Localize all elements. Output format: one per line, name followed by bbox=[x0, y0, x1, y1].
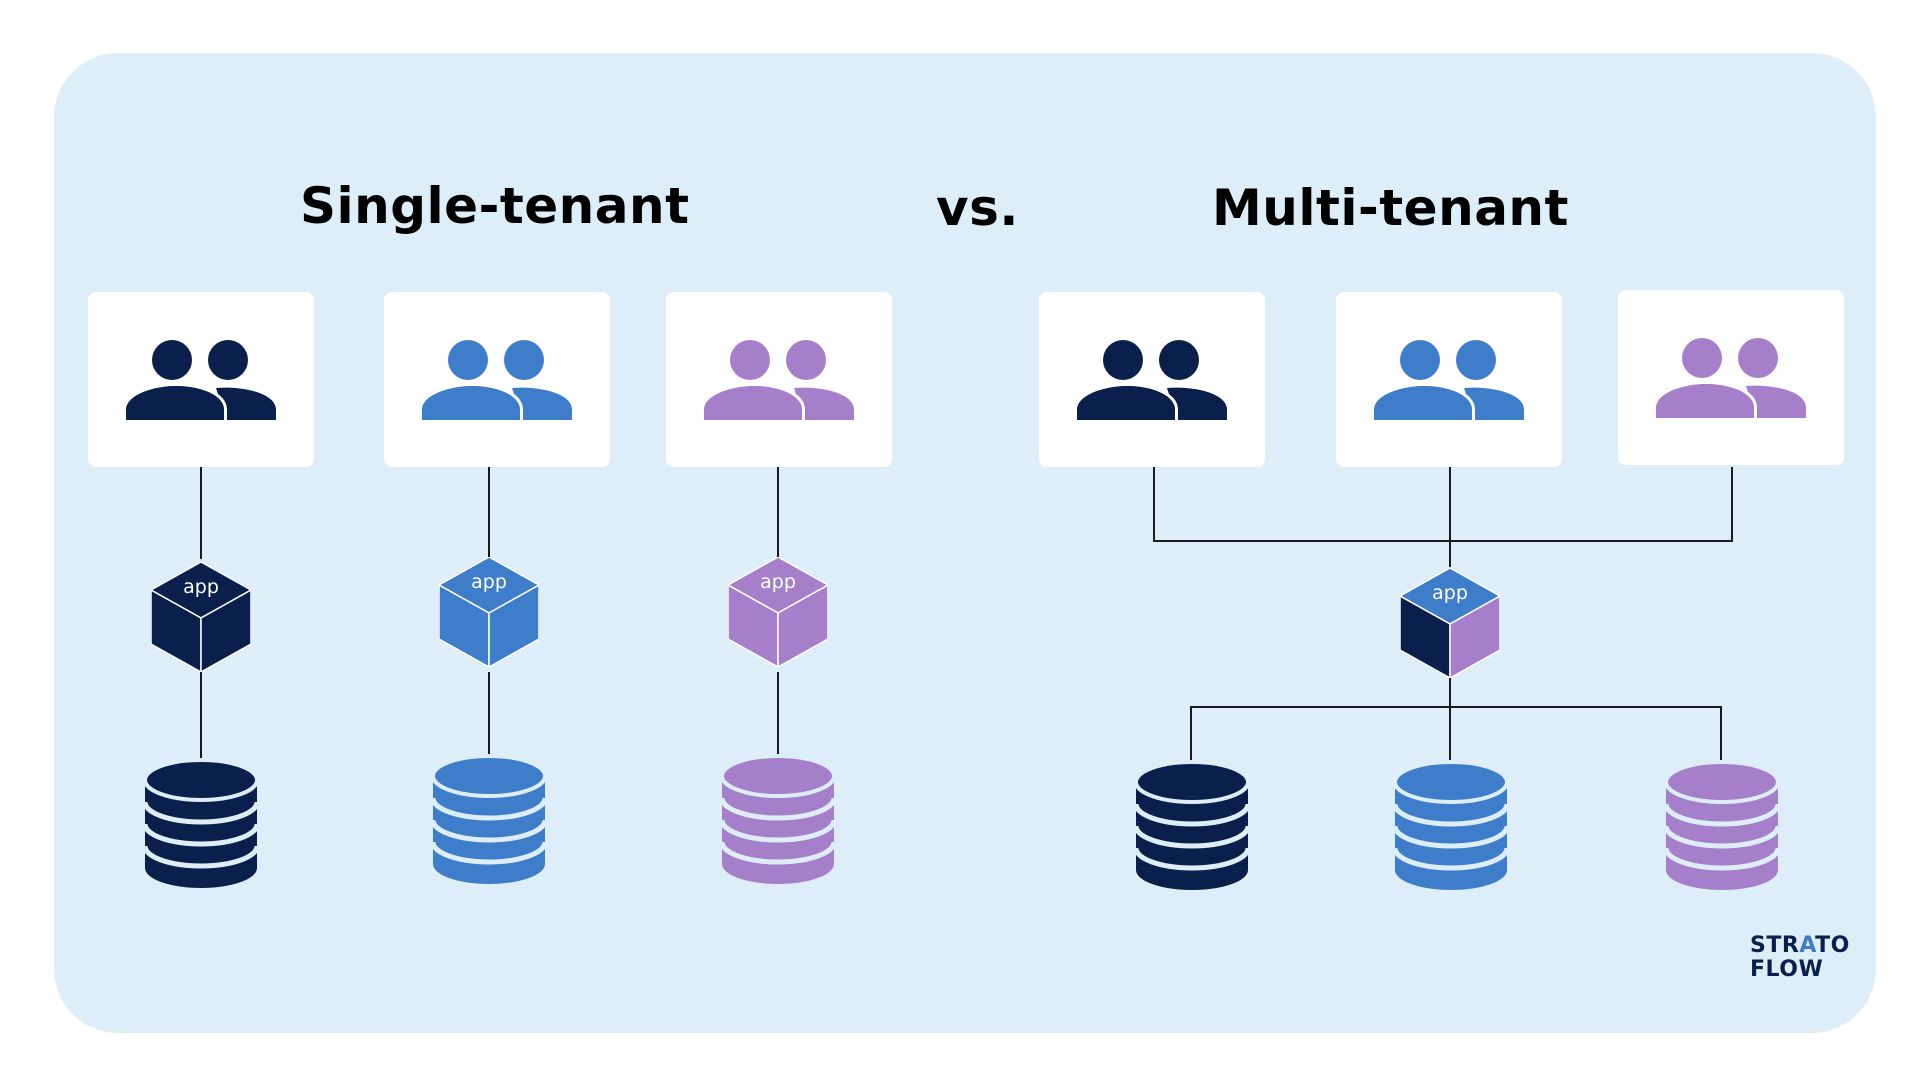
connector-line bbox=[1731, 467, 1733, 542]
brand-logo: STRATO FLOW bbox=[1750, 934, 1850, 984]
users-icon bbox=[1656, 338, 1806, 418]
database-icon bbox=[1663, 760, 1781, 892]
connector-line bbox=[1720, 706, 1722, 762]
tenant-users-card bbox=[384, 292, 610, 467]
connector-line bbox=[1190, 706, 1192, 762]
database-stack bbox=[1392, 760, 1510, 890]
connector-line bbox=[777, 672, 779, 758]
vs-label: vs. bbox=[936, 179, 1019, 237]
connector-line bbox=[200, 672, 202, 762]
tenant-users-card bbox=[1336, 292, 1562, 467]
connector-line bbox=[488, 467, 490, 559]
logo-line-2: FLOW bbox=[1750, 957, 1824, 982]
single-tenant-title: Single-tenant bbox=[300, 177, 690, 235]
app-cube-icon: app bbox=[437, 556, 541, 669]
connector-line bbox=[1153, 467, 1155, 542]
connector-line bbox=[1190, 706, 1722, 708]
tenant-users-card bbox=[666, 292, 892, 467]
tenant-users-card bbox=[88, 292, 314, 467]
database-stack bbox=[430, 754, 548, 884]
database-stack bbox=[719, 754, 837, 884]
database-stack bbox=[1663, 760, 1781, 890]
app-label: app bbox=[183, 576, 219, 598]
connector-line bbox=[488, 672, 490, 758]
app-label: app bbox=[1432, 582, 1468, 604]
users-icon bbox=[1374, 340, 1524, 420]
app-label: app bbox=[760, 571, 796, 593]
connector-line bbox=[777, 467, 779, 559]
connector-line bbox=[1449, 678, 1451, 762]
logo-line-1: STRATO bbox=[1750, 933, 1850, 958]
shared-app-cube-icon: app bbox=[1398, 567, 1502, 680]
app-cube-icon: app bbox=[726, 556, 830, 669]
users-icon bbox=[1077, 340, 1227, 420]
database-icon bbox=[719, 754, 837, 886]
database-icon bbox=[1392, 760, 1510, 892]
app-label: app bbox=[471, 571, 507, 593]
database-stack bbox=[1133, 760, 1251, 890]
tenant-users-card bbox=[1618, 290, 1844, 465]
connector-line bbox=[1153, 540, 1733, 542]
multi-tenant-title: Multi-tenant bbox=[1212, 179, 1569, 237]
connector-line bbox=[1449, 467, 1451, 567]
connector-line bbox=[200, 467, 202, 559]
background-panel bbox=[54, 53, 1876, 1033]
database-stack bbox=[142, 758, 260, 888]
database-icon bbox=[142, 758, 260, 890]
database-icon bbox=[1133, 760, 1251, 892]
database-icon bbox=[430, 754, 548, 886]
users-icon bbox=[126, 340, 276, 420]
app-cube-icon: app bbox=[149, 561, 253, 674]
tenant-users-card bbox=[1039, 292, 1265, 467]
users-icon bbox=[704, 340, 854, 420]
users-icon bbox=[422, 340, 572, 420]
